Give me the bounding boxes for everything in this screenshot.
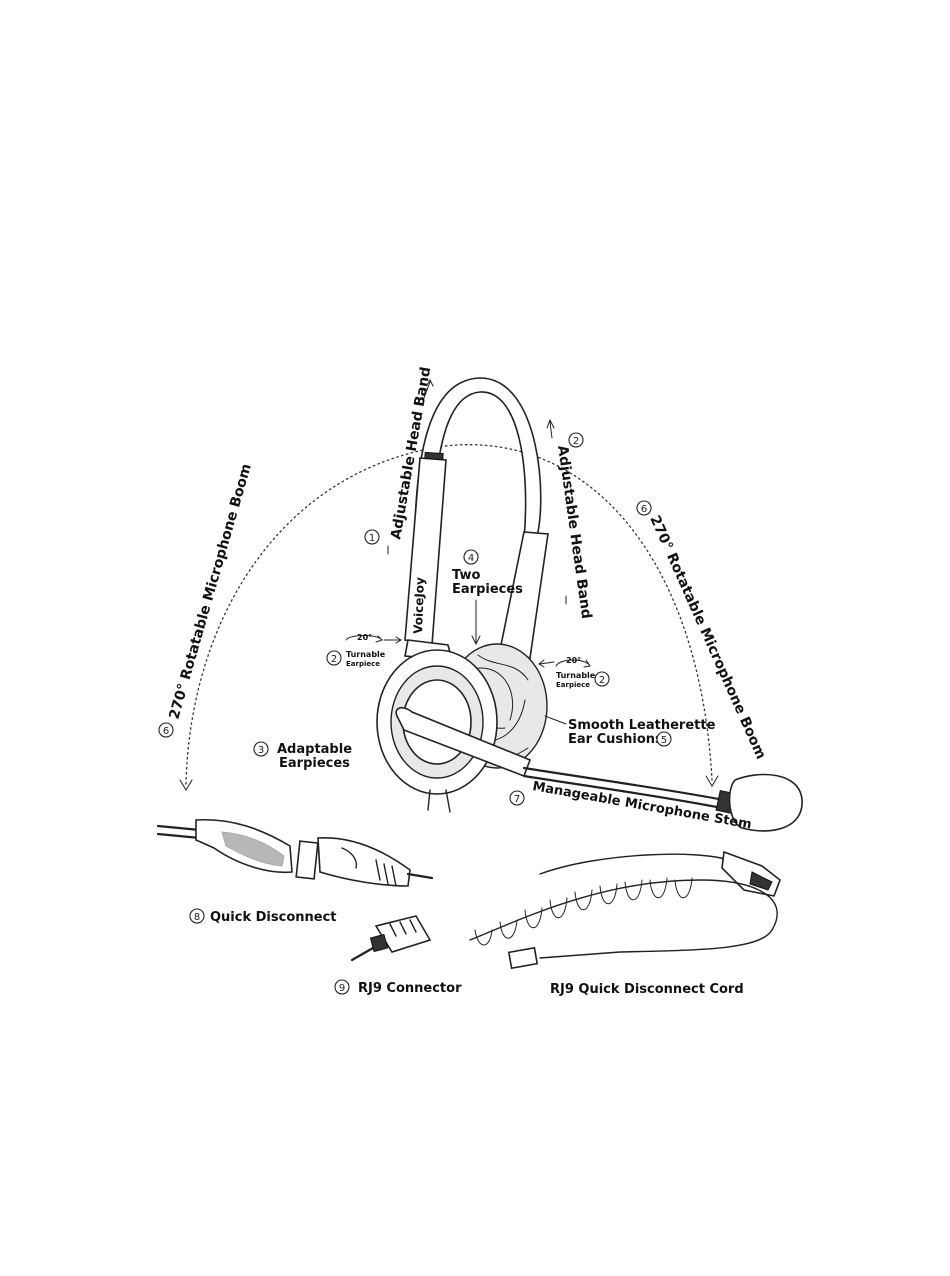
quick-disconnect-label: Quick Disconnect — [210, 910, 337, 925]
number-2-right: 2 — [599, 675, 605, 686]
brand-mark: VoiceJoy — [411, 577, 427, 634]
adaptable-earpieces-line2: Earpieces — [279, 756, 350, 771]
number-2-top-badge — [568, 432, 584, 448]
number-6-right: 6 — [641, 504, 647, 515]
turnable-left-arrow — [383, 636, 402, 644]
two-earpieces-label-line2: Earpieces — [452, 582, 523, 597]
turnable-right-angle: 20° — [566, 656, 581, 665]
microphone-boom — [395, 706, 803, 832]
boom-rotation-arc — [185, 444, 713, 785]
number-5: 5 — [661, 735, 667, 746]
coiled-cord-illustration — [469, 850, 781, 970]
number-7-badge — [509, 790, 525, 806]
turnable-left-line2: Earpiece — [346, 660, 380, 668]
turnable-right-line2: Earpiece — [556, 681, 590, 689]
head-band-right-arrow — [546, 418, 555, 439]
number-8-badge — [189, 908, 205, 924]
number-2-right-badge — [594, 671, 610, 687]
number-8: 8 — [194, 912, 200, 923]
two-earpieces-label-line1: Two — [452, 568, 480, 583]
number-6-left-badge — [158, 722, 174, 738]
rj9-connector-label: RJ9 Connector — [358, 981, 462, 996]
number-2-top: 2 — [573, 436, 579, 447]
head-band-right-label: Adjustable Head Band — [554, 444, 594, 619]
number-1-badge — [364, 529, 380, 545]
number-3: 3 — [258, 745, 264, 756]
turnable-left-angle: 20° — [357, 633, 372, 642]
arc-arrow-right — [705, 775, 719, 787]
turnable-left-line1: Turnable — [346, 650, 386, 659]
number-1: 1 — [369, 533, 375, 544]
number-6-left: 6 — [163, 726, 169, 737]
two-earpieces-arrow — [471, 599, 481, 646]
number-7: 7 — [514, 794, 520, 805]
rj9-connector-illustration — [350, 915, 432, 962]
number-2-left-badge — [326, 650, 342, 666]
rj9-cord-label: RJ9 Quick Disconnect Cord — [550, 982, 744, 997]
cushions-leader — [544, 715, 567, 725]
number-4: 4 — [468, 553, 474, 564]
adaptable-earpieces-line1: Adaptable — [277, 742, 352, 757]
number-6-right-badge — [636, 500, 652, 516]
turnable-left-rotate-icon — [345, 635, 383, 643]
cushions-line2: Ear Cushions — [568, 732, 663, 747]
turnable-right-line1: Turnable — [556, 671, 596, 680]
turnable-right-arrow — [538, 659, 555, 668]
number-3-badge — [253, 741, 269, 757]
number-9-badge — [334, 979, 350, 995]
head-band-left-arrow — [423, 378, 434, 399]
headband — [404, 377, 549, 661]
number-5-badge — [656, 731, 672, 747]
cushions-line1: Smooth Leatherette — [568, 718, 716, 733]
number-9: 9 — [339, 983, 345, 994]
arc-arrow-left — [179, 779, 193, 791]
boom-left-label: 270° Rotatable Microphone Boom — [166, 462, 254, 721]
number-4-badge — [463, 549, 479, 565]
number-2-left: 2 — [331, 654, 337, 665]
turnable-right-rotate-icon — [555, 659, 591, 668]
quick-disconnect-illustration — [156, 818, 434, 887]
